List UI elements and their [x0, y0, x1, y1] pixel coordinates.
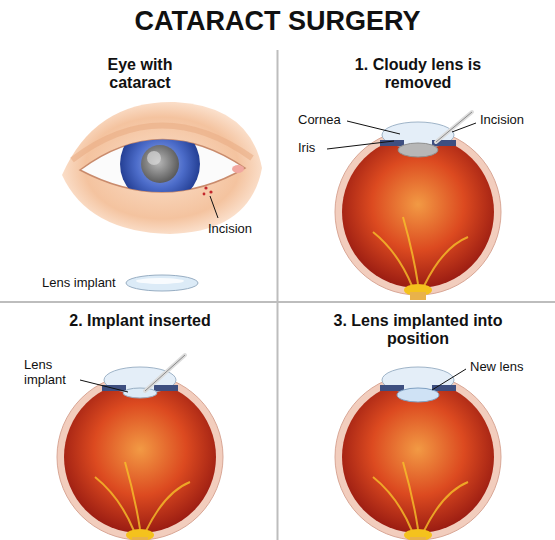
- panel-heading: 1. Cloudy lens is removed: [343, 56, 493, 93]
- part-label: New lens: [470, 360, 523, 375]
- part-label: Iris: [298, 141, 315, 156]
- panel-heading: Eye with cataract: [85, 56, 195, 93]
- part-label: Lens implant: [42, 276, 116, 291]
- panel-heading: 3. Lens implanted into position: [331, 312, 506, 349]
- panel-heading: 2. Implant inserted: [25, 312, 255, 330]
- part-label: Incision: [208, 222, 252, 237]
- part-label: Incision: [480, 113, 524, 128]
- part-label: Cornea: [298, 113, 341, 128]
- diagram-title: CATARACT SURGERY: [0, 6, 555, 37]
- part-label: Lens implant: [24, 358, 80, 388]
